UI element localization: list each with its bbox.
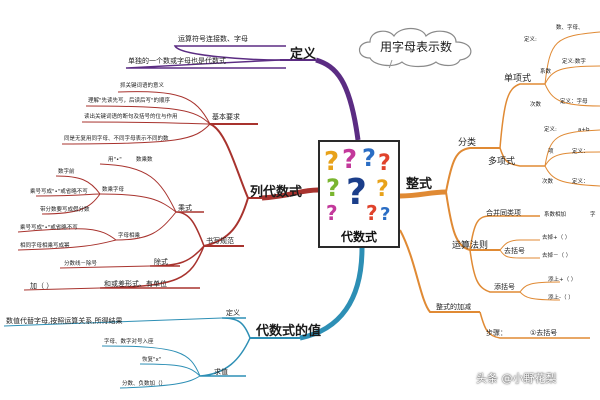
eval-step3: 分数、负数加（） xyxy=(122,381,167,387)
definition-title[interactable]: 定义 xyxy=(290,47,317,62)
link-value xyxy=(299,247,365,341)
basic-req-title[interactable]: 基本要求 xyxy=(212,113,240,121)
value-def-text: 数值代替字母,按照运算关系,所得结果 xyxy=(6,317,123,325)
svg-text:?: ? xyxy=(324,147,339,177)
add-r2: 添上-（ ） xyxy=(548,295,574,301)
question-marks-image: ? ? ? ? ? ? ? ? ? ? xyxy=(322,144,396,222)
ops-title[interactable]: 运算法则 xyxy=(452,241,489,251)
mono-degree-def: 定义：字母 xyxy=(560,99,588,105)
sum-title[interactable]: 和或差形式、有单位 xyxy=(104,280,167,288)
cloud-label: 用字母表示数 xyxy=(379,40,452,54)
link-writing xyxy=(261,187,319,201)
mono-coef-def: 定义:数字 xyxy=(562,59,586,65)
mult-mixed: 带分数要写成假分数 xyxy=(40,207,90,213)
classify-title[interactable]: 分类 xyxy=(458,138,477,148)
writing-title[interactable]: 列代数式 xyxy=(250,185,303,200)
eval-step2: 恢复"x" xyxy=(142,357,162,363)
link-definition xyxy=(315,57,361,141)
remove-r2: 去掉－（ ） xyxy=(542,253,572,259)
remove-r1: 去掉+（ ） xyxy=(542,235,571,241)
mono-def: 定义: xyxy=(524,37,537,43)
svg-text:?: ? xyxy=(346,172,367,213)
svg-text:?: ? xyxy=(342,145,357,175)
value-title[interactable]: 代数式的值 xyxy=(256,324,322,339)
remove-title[interactable]: 去括号 xyxy=(504,247,525,255)
poly-def: 定义: xyxy=(544,127,557,133)
mult-dot: 用"•" xyxy=(108,157,122,163)
topic-cloud: 用字母表示数 xyxy=(352,24,480,68)
basic-item-2: 理解"先读先写，后读后写"的顺序 xyxy=(88,98,171,104)
basic-item-1: 抓关键词语的意义 xyxy=(120,83,165,89)
ops-coef-add: 系数相加 xyxy=(544,212,567,218)
svg-text:?: ? xyxy=(366,201,378,222)
poly-degree: 次数 xyxy=(542,179,554,185)
mono-title[interactable]: 单项式 xyxy=(504,74,532,84)
svg-text:?: ? xyxy=(326,201,338,222)
mono-def-items: 数、字母、 xyxy=(556,25,584,31)
mono-coef: 系数 xyxy=(540,69,552,75)
eval-step1: 字母、数字对号入座 xyxy=(104,339,154,345)
div-title[interactable]: 除式 xyxy=(154,258,168,266)
div-note: 分数线－除号 xyxy=(64,261,98,267)
mult-letterletter: 字母相乘 xyxy=(118,233,141,239)
svg-text:?: ? xyxy=(378,151,391,176)
addsub-steps: 步骤： xyxy=(486,329,507,337)
basic-item-3: 读出关键词语的断句及括号的位与作用 xyxy=(84,114,178,120)
addsub-step1: ①去括号 xyxy=(530,329,558,337)
svg-text:?: ? xyxy=(376,177,389,202)
rules-title[interactable]: 书写规范 xyxy=(206,237,234,245)
svg-text:?: ? xyxy=(326,174,340,202)
svg-text:?: ? xyxy=(380,204,390,222)
value-def-title[interactable]: 定义 xyxy=(226,309,240,317)
poly-term-def: 定义： xyxy=(572,149,589,155)
ops-coef-add-tail: 字 xyxy=(590,212,596,218)
sum-paren: 加（ ） xyxy=(30,282,54,290)
mult-omit-front: 数字前 xyxy=(58,169,75,175)
cloud-shape xyxy=(358,27,472,68)
mult-sign-note: 乘号写成"•"或省略不写 xyxy=(30,189,88,195)
center-node[interactable]: ? ? ? ? ? ? ? ? ? ? 代数式 xyxy=(318,140,400,248)
definition-line2: 单独的一个数或字母也是代数式 xyxy=(128,57,226,65)
ops-combine: 合并同类项 xyxy=(486,209,521,217)
addsub-title[interactable]: 整式的加减 xyxy=(436,303,471,311)
poly-term: 项 xyxy=(548,149,554,155)
add-title[interactable]: 添括号 xyxy=(494,283,515,291)
mult-sign-note2: 乘号写成"•"或省略不写 xyxy=(20,225,78,231)
add-r1: 添上+（ ） xyxy=(548,277,577,283)
eval-title[interactable]: 求值 xyxy=(214,368,228,376)
poly-def-val: a+b xyxy=(578,127,590,133)
mult-numnum: 数乘数 xyxy=(136,157,153,163)
poly-title[interactable]: 多项式 xyxy=(488,157,516,167)
mult-same-letter: 相同字母相乘写成幂 xyxy=(20,243,70,249)
center-title: 代数式 xyxy=(340,230,377,244)
definition-line1: 运算符号连接数、字母 xyxy=(178,35,248,43)
watermark-text: 头条 @小野花梨 xyxy=(476,372,557,385)
integral-title[interactable]: 整式 xyxy=(406,177,433,192)
mono-degree: 次数 xyxy=(530,102,542,108)
basic-item-4: 同是无复用同字母、不同字母表示不同的数 xyxy=(64,136,169,142)
mult-title[interactable]: 乘式 xyxy=(178,204,192,212)
poly-degree-def: 定义： xyxy=(572,179,589,185)
link-integral xyxy=(399,189,447,199)
svg-text:?: ? xyxy=(362,144,376,172)
mult-numletter: 数乘字母 xyxy=(102,187,125,193)
